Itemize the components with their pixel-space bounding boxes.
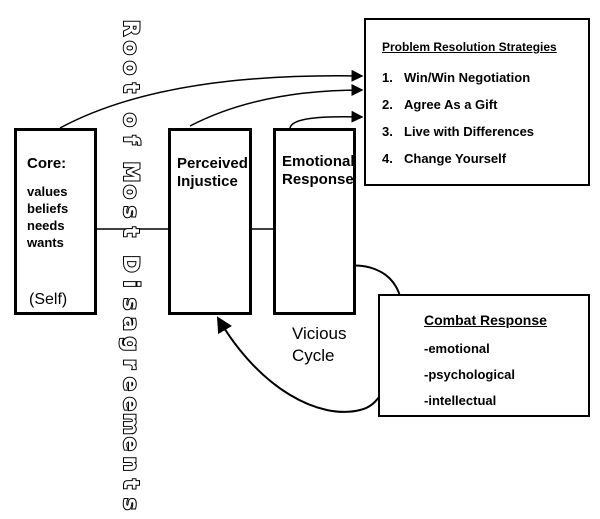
vertical-title-glyph: s	[118, 497, 144, 512]
perceived-injustice-box: Perceived Injustice	[168, 128, 252, 315]
combat-item: -emotional	[424, 341, 490, 356]
emotional-response-box: Emotional Response	[273, 128, 356, 315]
strategy-number: 4.	[382, 151, 393, 166]
label-line: Cycle	[292, 346, 335, 365]
arrow-injustice-to-strategies	[189, 84, 364, 127]
core-item: needs	[27, 218, 65, 233]
vicious-cycle-label: Vicious Cycle	[292, 323, 347, 367]
combat-list: -emotional -psychological -intellectual	[424, 336, 515, 414]
combat-item: -intellectual	[424, 393, 497, 408]
strategy-text: Agree As a Gift	[404, 97, 498, 112]
strategy-text: Win/Win Negotiation	[404, 70, 531, 85]
strategy-text: Live with Differences	[404, 124, 535, 139]
strategy-item: 4. Change Yourself	[382, 145, 534, 172]
strategy-item: 2. Agree As a Gift	[382, 91, 534, 118]
strategy-number: 1.	[382, 70, 393, 85]
emotional-response-label: Emotional Response	[282, 153, 355, 189]
label-line: Response	[282, 171, 354, 188]
arrow-core-to-strategies	[59, 69, 364, 129]
strategy-item: 3. Live with Differences	[382, 118, 534, 145]
arrow-emotional-to-strategies	[289, 110, 364, 129]
core-item: values	[27, 184, 68, 199]
strategy-item: 1. Win/Win Negotiation	[382, 64, 534, 91]
strategy-number: 2.	[382, 97, 393, 112]
core-title: Core:	[27, 155, 67, 172]
core-list: values beliefs needs wants	[27, 183, 68, 251]
self-label: (Self)	[29, 291, 68, 308]
strategies-heading: Problem Resolution Strategies	[382, 40, 557, 54]
core-item: wants	[27, 235, 64, 250]
strategies-list: 1.Win/Win Negotiation 2.Agree As a Gift …	[382, 64, 534, 172]
label-line: Emotional	[282, 153, 355, 170]
strategy-number: 3.	[382, 124, 393, 139]
strategy-text: Change Yourself	[404, 151, 507, 166]
label-line: Injustice	[177, 173, 238, 190]
perceived-injustice-label: Perceived Injustice	[177, 155, 248, 191]
core-item: beliefs	[27, 201, 69, 216]
problem-resolution-strategies-box: Problem Resolution Strategies 1. Win/Win …	[364, 18, 590, 186]
core-box: Core: values beliefs needs wants (Self)	[14, 128, 97, 315]
label-line: Vicious	[292, 324, 347, 343]
combat-item: -psychological	[424, 367, 516, 382]
label-line: Perceived	[177, 155, 248, 172]
combat-heading: Combat Response	[424, 312, 547, 328]
combat-response-box: Combat Response -emotional -psychologica…	[378, 294, 590, 417]
